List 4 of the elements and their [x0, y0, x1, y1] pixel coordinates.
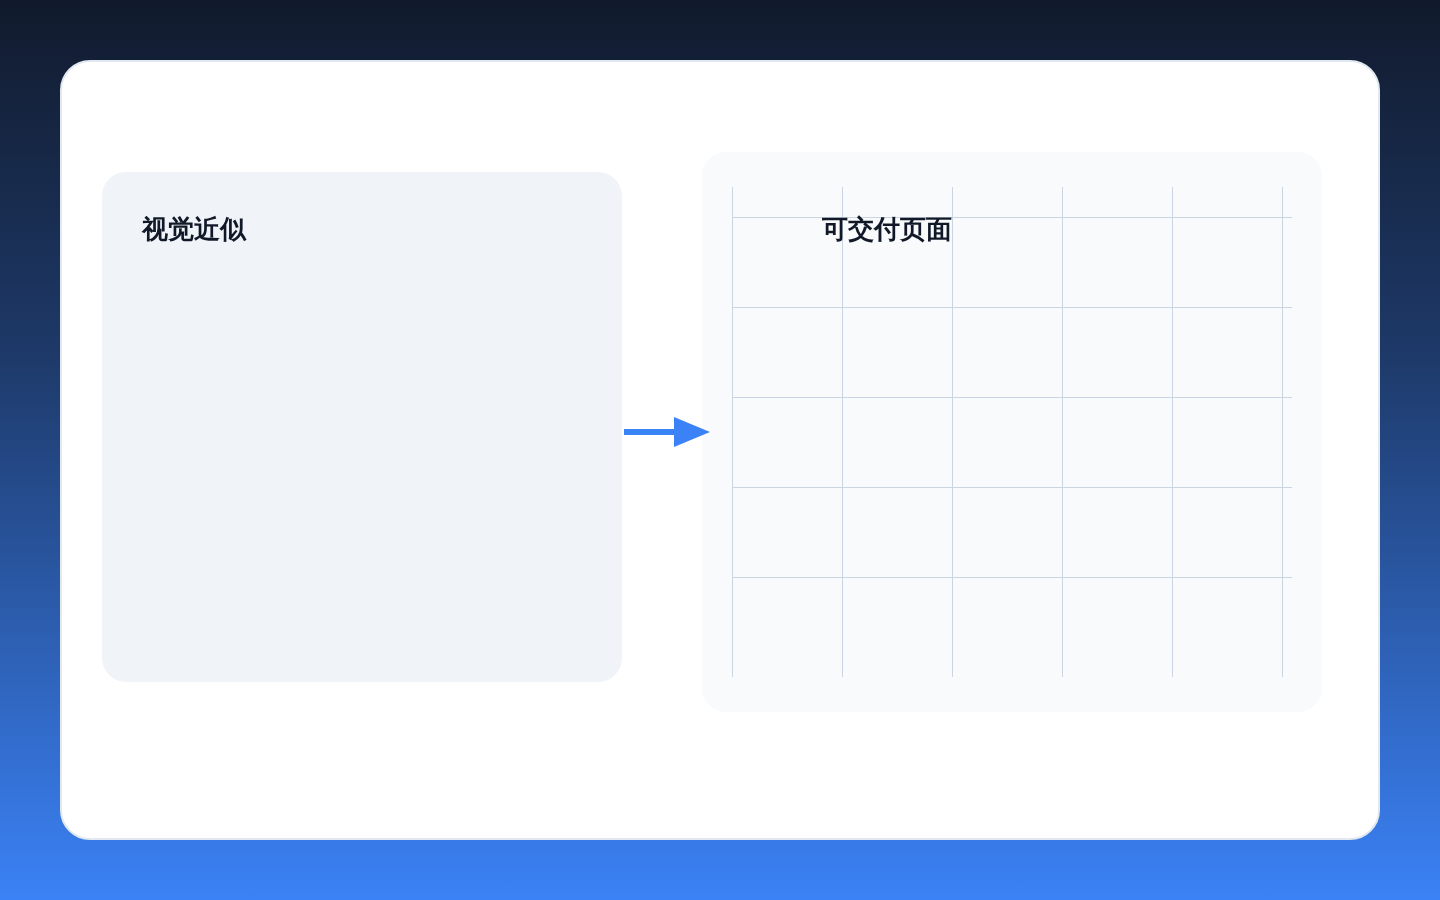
panel-heading: 可交付页面 [822, 214, 952, 246]
panel-heading: 视觉近似 [142, 214, 246, 246]
arrow [624, 417, 710, 447]
panel [702, 152, 1322, 712]
